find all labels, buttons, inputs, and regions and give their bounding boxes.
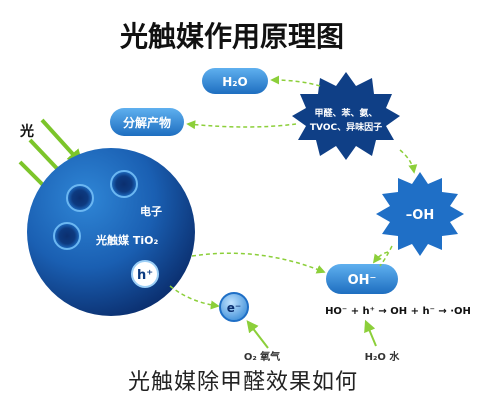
pollutant-blob (292, 72, 400, 160)
electron-node-label: e⁻ (227, 301, 241, 315)
decompose-label: 分解产物 (123, 115, 171, 130)
diagram-title: 光触媒作用原理图 (119, 20, 344, 53)
hole-node (131, 260, 159, 288)
electron-holes (53, 170, 138, 250)
pollutant-line1: 甲醛、苯、氨、 (314, 107, 377, 119)
pollutant-line2: TVOC、异味因子 (310, 121, 382, 133)
reaction-equation: HO⁻ + h⁺ → OH + h⁻ → ·OH (325, 306, 471, 317)
hole-label: h⁺ (137, 268, 153, 283)
catalyst-label: 光触媒 TiO₂ (95, 233, 158, 247)
caption: 光触媒除甲醛效果如何 (127, 370, 358, 395)
decompose-pill (110, 108, 184, 136)
hydroxyl-label: –OH (406, 208, 434, 223)
h2o-top-pill (202, 68, 268, 94)
electron-label: 电子 (140, 204, 162, 218)
solid-arrows (246, 319, 377, 349)
h2o-bottom-label: H₂O 水 (365, 350, 401, 363)
light-label: 光 (19, 123, 34, 140)
hydroxide-pill (326, 264, 398, 294)
tio2-sphere (27, 148, 195, 316)
hydroxide-label: OH⁻ (348, 273, 377, 288)
electron-node (219, 292, 249, 322)
hydroxyl-burst (376, 172, 464, 256)
flow-arrows (169, 75, 418, 310)
h2o-top-label: H₂O (222, 75, 248, 89)
o2-label: O₂ 氧气 (244, 350, 280, 363)
